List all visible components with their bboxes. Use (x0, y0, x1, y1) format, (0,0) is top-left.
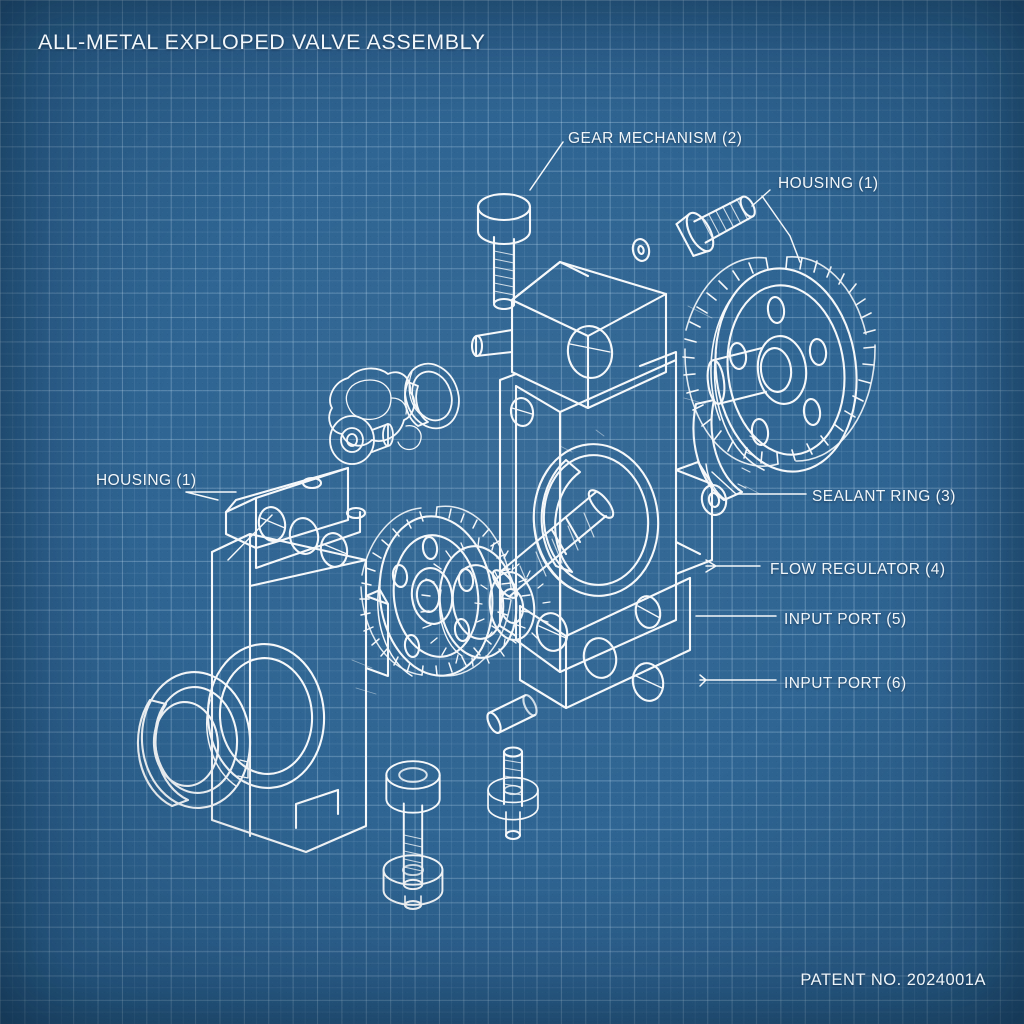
stud-bolt-bottom-right (487, 746, 539, 841)
sealant-ring-right (692, 398, 759, 516)
construction-marks (351, 305, 761, 695)
patent-number: PATENT NO. 2024001A (800, 971, 986, 989)
dowel-pin (486, 694, 538, 734)
leader-lines (185, 141, 807, 687)
socket-bolt-top (476, 192, 532, 311)
callout-input-port-6: INPUT PORT (6) (784, 675, 907, 692)
sealant-ring-part (404, 362, 460, 430)
callout-gear-mechanism-2: GEAR MECHANISM (2) (568, 130, 743, 147)
callout-sealant-ring-3: SEALANT RING (3) (812, 488, 956, 505)
large-spur-gear (682, 255, 876, 473)
hex-bolt-top-right (675, 195, 756, 257)
callout-input-port-5: INPUT PORT (5) (784, 611, 907, 628)
callout-housing-1-top: HOUSING (1) (778, 175, 879, 192)
callout-housing-1-left: HOUSING (1) (96, 472, 197, 489)
small-washer-top (631, 238, 651, 262)
gear-cluster-center (359, 505, 551, 677)
irregular-casting-part (328, 367, 422, 465)
right-housing-body (470, 260, 714, 710)
sheet-title: ALL-METAL EXPLOPED VALVE ASSEMBLY (38, 30, 486, 54)
callout-flow-regulator-4: FLOW REGULATOR (4) (770, 561, 946, 578)
gear-teeth (682, 255, 876, 467)
left-housing-body (136, 466, 390, 854)
socket-bolt-bottom-left (382, 760, 444, 911)
